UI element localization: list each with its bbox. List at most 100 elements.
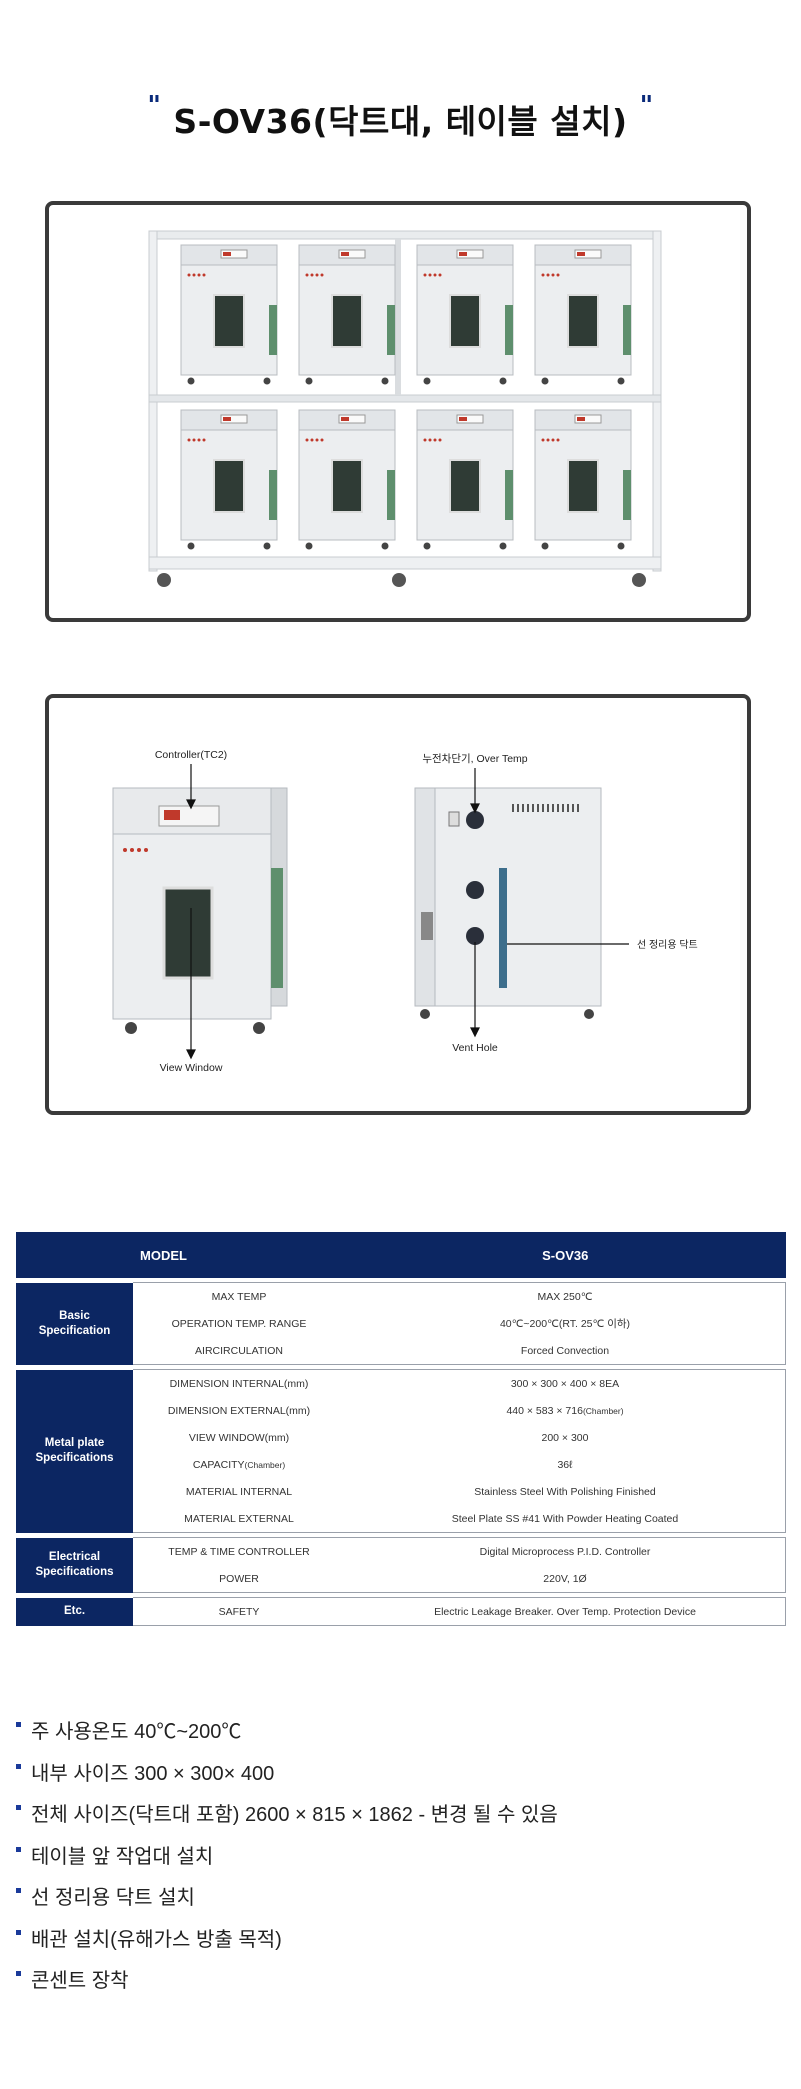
spec-label-text: AIRCIRCULATION [195, 1344, 283, 1357]
feature-list: 주 사용온도 40℃~200℃ 내부 사이즈 300 × 300× 400 전체 사… [16, 1709, 558, 2000]
spec-category: Electrical Specifications [16, 1537, 133, 1593]
spec-value-text: 40℃~200℃(RT. 25℃ 이하) [499, 1318, 631, 1330]
feature-item: 테이블 앞 작업대 설치 [16, 1834, 558, 1876]
feature-text: 배관 설치(유해가스 방출 목적) [31, 1928, 282, 1951]
feature-diagram: Controller(TC2) View Window 누전차단기, Over … [112, 749, 698, 1074]
spec-value-text: Forced Convection [520, 1344, 610, 1357]
oven-unit [534, 409, 632, 550]
feature-diagram-frame: Controller(TC2) View Window 누전차단기, Over … [45, 694, 751, 1115]
feature-item: 전체 사이즈(닥트대 포함) 2600 × 815 × 1862 - 변경 될 … [16, 1792, 558, 1834]
section-gap [16, 1364, 786, 1370]
spec-row: Metal plate Specifications DIMENSION INTE… [16, 1369, 786, 1533]
spec-label: DIMENSION EXTERNAL(mm) [133, 1397, 345, 1424]
spec-value: MAX 250℃ [345, 1282, 786, 1310]
spec-category: Basic Specification [16, 1282, 133, 1365]
bullet-icon [16, 1888, 21, 1894]
spec-row: MATERIAL EXTERNAL Steel Plate SS #41 With… [16, 1505, 786, 1533]
view-window-label: View Window [160, 1062, 223, 1074]
page-title: " S-OV36(닥트대, 테이블 설치) " [0, 91, 801, 143]
bullet-icon [16, 1805, 21, 1811]
spec-value: 300 × 300 × 400 × 8EA [345, 1369, 786, 1397]
spec-value: 200 × 300 [345, 1424, 786, 1451]
spec-row: POWER 220V, 1Ø [16, 1565, 786, 1593]
spec-label-note: (Chamber) [244, 1459, 286, 1470]
spec-value-text: 300 × 300 × 400 × 8EA [510, 1377, 620, 1390]
bullet-icon [16, 1722, 21, 1728]
bullet-icon [16, 1846, 21, 1852]
spec-value: Stainless Steel With Polishing Finished [345, 1478, 786, 1505]
spec-row: Electrical Specifications TEMP & TIME CON… [16, 1537, 786, 1593]
section-gap [16, 1278, 786, 1283]
product-photo-frame [45, 201, 751, 622]
spec-label-text: CAPACITY [192, 1458, 245, 1471]
spec-value-text: Digital Microprocess P.I.D. Controller [479, 1545, 651, 1558]
oven-unit [298, 409, 396, 550]
spec-row: AIRCIRCULATION Forced Convection [16, 1337, 786, 1365]
spec-label-text: DIMENSION EXTERNAL(mm) [167, 1404, 311, 1417]
spec-label-text: DIMENSION INTERNAL(mm) [169, 1377, 309, 1390]
spec-label: TEMP & TIME CONTROLLER [133, 1537, 345, 1565]
spec-label-text: POWER [219, 1572, 259, 1585]
spec-value-text: 36ℓ [557, 1458, 573, 1471]
spec-value: Steel Plate SS #41 With Powder Heating C… [345, 1505, 786, 1533]
bullet-icon [16, 1929, 21, 1935]
feature-text: 선 정리용 닥트 설치 [31, 1887, 195, 1910]
spec-row: OPERATION TEMP. RANGE 40℃~200℃(RT. 25℃ 이하… [16, 1310, 786, 1337]
feature-text: 내부 사이즈 300 × 300× 400 [31, 1762, 275, 1785]
spec-value: Electric Leakage Breaker. Over Temp. Pro… [345, 1597, 786, 1626]
spec-label: DIMENSION INTERNAL(mm) [133, 1369, 345, 1397]
oven-unit [298, 244, 396, 385]
oven-unit [416, 244, 514, 385]
spec-label-text: MATERIAL INTERNAL [185, 1485, 293, 1498]
title-text: S-OV36(닥트대, 테이블 설치) [173, 102, 628, 141]
feature-text: 주 사용온도 40℃~200℃ [31, 1721, 242, 1744]
side-view-oven [414, 787, 602, 1019]
spec-value: Digital Microprocess P.I.D. Controller [345, 1537, 786, 1565]
model-value-header: S-OV36 [345, 1232, 786, 1278]
spec-label: CAPACITY(Chamber) [133, 1451, 345, 1478]
spec-value-note: (Chamber) [582, 1405, 624, 1416]
spec-value-text: 200 × 300 [541, 1431, 589, 1444]
feature-item: 콘센트 장착 [16, 1958, 558, 2000]
spec-row: DIMENSION EXTERNAL(mm) 440 × 583 × 716(Ch… [16, 1397, 786, 1424]
oven-rack-photo [148, 230, 662, 587]
spec-row: VIEW WINDOW(mm)200 × 300 [16, 1424, 786, 1451]
spec-label-text: OPERATION TEMP. RANGE [171, 1317, 307, 1330]
spec-value-text: 220V, 1Ø [543, 1572, 587, 1585]
spec-label: POWER [133, 1565, 345, 1593]
section-gap [16, 1592, 786, 1598]
spec-label: AIRCIRCULATION [133, 1337, 345, 1365]
spec-value: 36ℓ [345, 1451, 786, 1478]
quote-mark-left: " [147, 91, 162, 121]
spec-label: SAFETY [133, 1597, 345, 1626]
spec-value: Forced Convection [345, 1337, 786, 1365]
front-view-oven [112, 787, 288, 1034]
section-gap [16, 1532, 786, 1538]
spec-row: CAPACITY(Chamber) 36ℓ [16, 1451, 786, 1478]
bullet-icon [16, 1763, 21, 1769]
oven-unit [416, 409, 514, 550]
quote-mark-right: " [639, 91, 654, 121]
breaker-label: 누전차단기, Over Temp [422, 753, 527, 765]
spec-category: Metal plate Specifications [16, 1369, 133, 1533]
feature-text: 전체 사이즈(닥트대 포함) 2600 × 815 × 1862 - 변경 될 … [31, 1804, 558, 1827]
feature-item: 주 사용온도 40℃~200℃ [16, 1709, 558, 1751]
controller-label: Controller(TC2) [155, 749, 227, 761]
spec-label: MATERIAL INTERNAL [133, 1478, 345, 1505]
spec-label: MATERIAL EXTERNAL [133, 1505, 345, 1533]
feature-item: 배관 설치(유해가스 방출 목적) [16, 1917, 558, 1959]
spec-value-text: MAX 250℃ [537, 1290, 593, 1303]
spec-label-text: TEMP & TIME CONTROLLER [168, 1545, 310, 1558]
spec-value-text: 440 × 583 × 716 [506, 1404, 583, 1417]
spec-header-row: MODEL S-OV36 [16, 1232, 786, 1278]
feature-item: 선 정리용 닥트 설치 [16, 1875, 558, 1917]
spec-value-text: Steel Plate SS #41 With Powder Heating C… [451, 1512, 679, 1525]
spec-row: MATERIAL INTERNAL Stainless Steel With Po… [16, 1478, 786, 1505]
spec-label: MAX TEMP [133, 1282, 345, 1310]
spec-category: Etc. [16, 1597, 133, 1626]
spec-value: 440 × 583 × 716(Chamber) [345, 1397, 786, 1424]
feature-item: 내부 사이즈 300 × 300× 400 [16, 1751, 558, 1793]
